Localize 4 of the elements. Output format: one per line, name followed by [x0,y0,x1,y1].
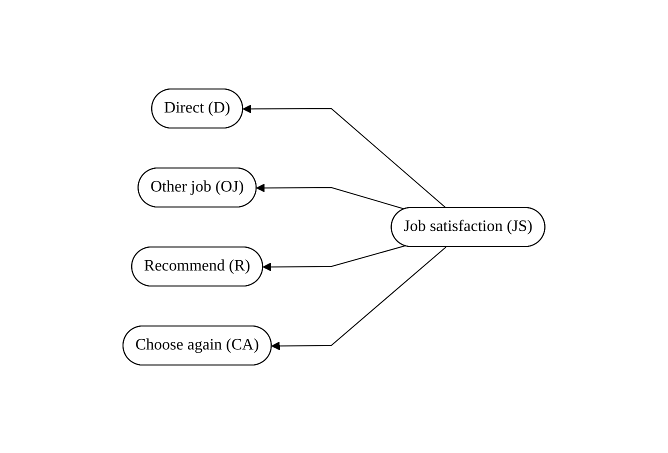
arrow [271,246,447,350]
arrow [262,244,406,271]
arrow [256,183,406,210]
arrow [242,104,447,208]
